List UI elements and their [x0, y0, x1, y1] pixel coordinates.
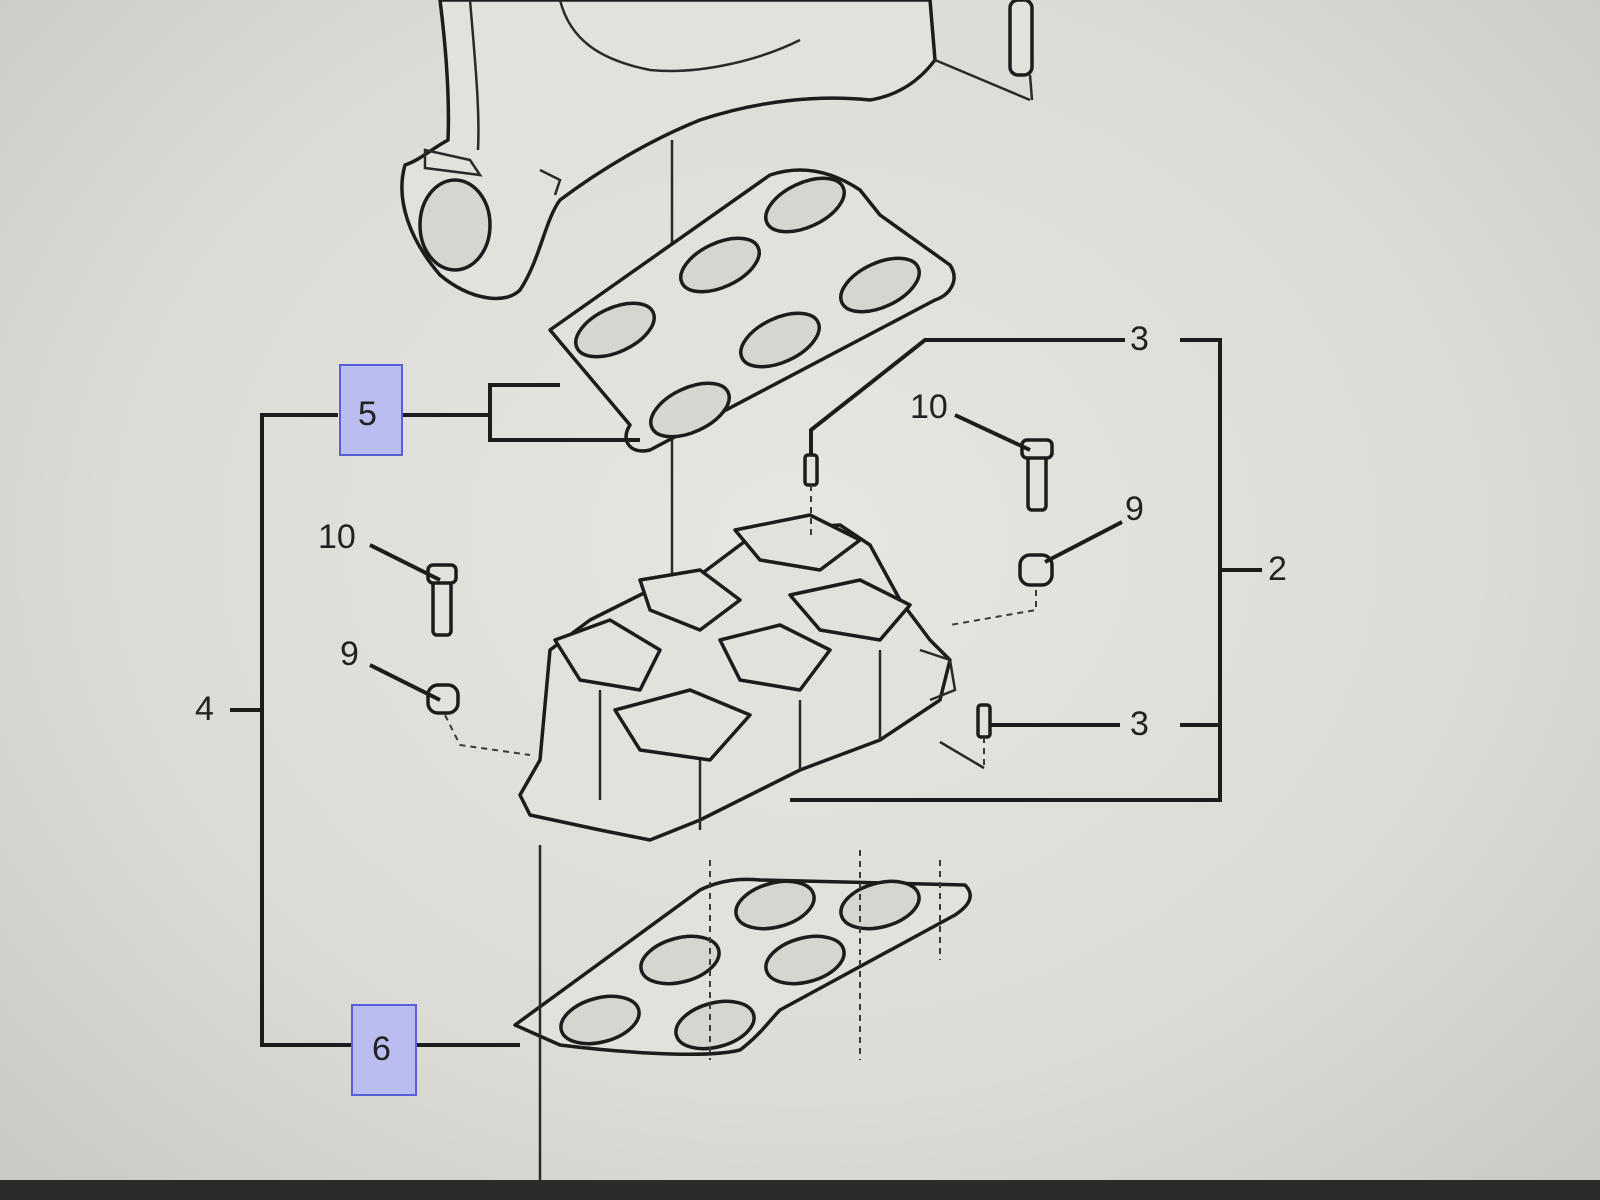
right-bolt [1020, 438, 1054, 512]
lower-gasket [513, 850, 972, 1060]
upper-pin [803, 453, 819, 487]
upper-gasket [548, 168, 956, 453]
callout-2: 2 [1268, 550, 1287, 588]
callout-10-right: 10 [910, 388, 948, 426]
callout-3-bottom: 3 [1130, 705, 1149, 743]
callout-10-left: 10 [318, 518, 356, 556]
callout-5[interactable]: 5 [358, 395, 377, 433]
callout-9-right: 9 [1125, 490, 1144, 528]
item-6-highlight[interactable] [351, 1004, 417, 1096]
callout-9-left: 9 [340, 635, 359, 673]
item-5-highlight[interactable] [339, 364, 403, 456]
upper-manifold [400, 0, 1034, 301]
callout-3-top: 3 [1130, 320, 1149, 358]
lower-pin [976, 703, 992, 739]
screen-bottom-edge [0, 1180, 1600, 1200]
lower-manifold [518, 513, 957, 842]
callout-4: 4 [195, 690, 214, 728]
left-washer [426, 683, 460, 715]
callout-6[interactable]: 6 [372, 1030, 391, 1068]
right-washer [1018, 553, 1054, 587]
